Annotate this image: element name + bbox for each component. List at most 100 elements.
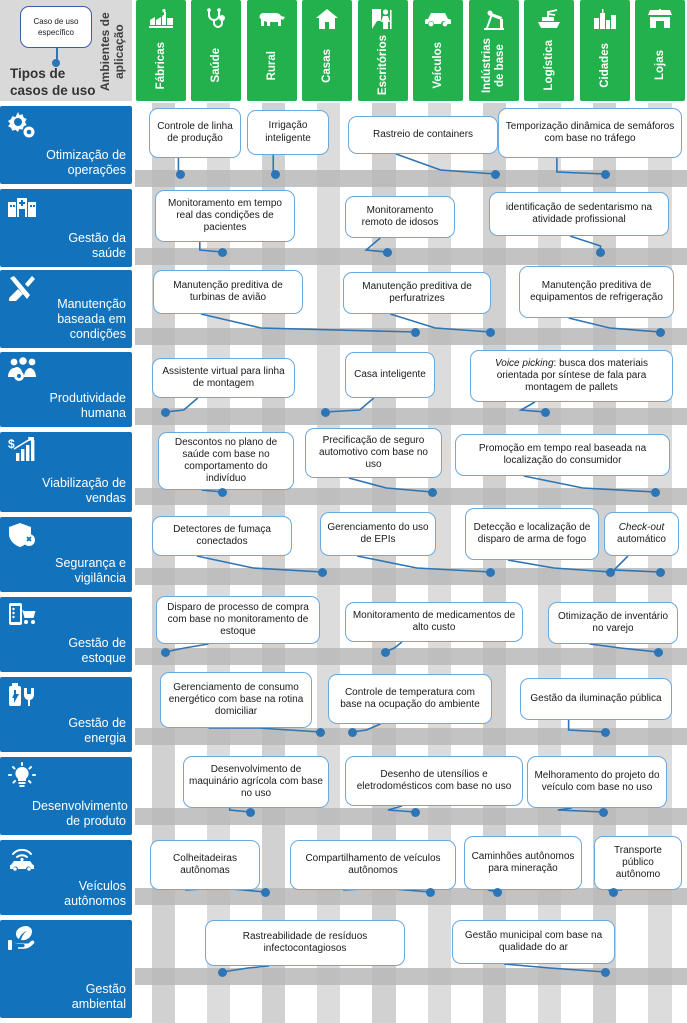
use-case-bubble[interactable]: Gestão municipal com base na qualidade d… <box>452 920 615 964</box>
use-case-bubble[interactable]: Manutenção preditiva de equipamentos de … <box>519 266 674 318</box>
use-case-text: Descontos no plano de saúde com base no … <box>174 436 278 485</box>
dollar-chart-icon: $ <box>5 437 39 467</box>
row-header-viabiliza-o-de-vendas[interactable]: $Viabilização de vendas <box>0 432 132 512</box>
column-header-ind-strias-de-base[interactable]: Indústrias de base <box>469 0 519 101</box>
row-connector-band <box>135 408 687 425</box>
use-case-bubble[interactable]: Caminhões autônomos para mineração <box>464 836 582 890</box>
connector-node <box>217 247 227 257</box>
row-connector-band <box>135 248 687 265</box>
use-case-bubble[interactable]: Controle de temperatura com base na ocup… <box>328 674 492 724</box>
connector-node <box>600 727 610 737</box>
column-header-log-stica[interactable]: Logística <box>524 0 574 101</box>
use-case-bubble[interactable]: Gestão da iluminação pública <box>520 678 672 720</box>
use-case-text: Monitoramento remoto de idosos <box>361 204 439 228</box>
use-case-bubble[interactable]: Promoção em tempo real baseada na locali… <box>455 434 670 476</box>
use-case-bubble[interactable]: Gerenciamento do uso de EPIs <box>320 512 436 556</box>
connector-node <box>382 247 392 257</box>
row-header-manuten-o-baseada-em-condi-e[interactable]: Manutenção baseada em condições <box>0 270 132 348</box>
use-case-bubble[interactable]: Manutenção preditiva de turbinas de aviã… <box>153 270 303 314</box>
column-header-f-bricas[interactable]: Fábricas <box>136 0 186 101</box>
connector-node <box>410 807 420 817</box>
use-case-bubble[interactable]: Rastreio de containers <box>348 116 498 154</box>
use-case-bubble[interactable]: Manutenção preditiva de perfuratrizes <box>343 272 491 314</box>
use-case-bubble[interactable]: Disparo de processo de compra com base n… <box>156 596 320 644</box>
city-icon <box>580 6 630 32</box>
row-header-ve-culos-aut-nomos[interactable]: Veículos autônomos <box>0 840 132 915</box>
row-axis-title: Tipos de casos de uso <box>10 66 96 98</box>
use-case-bubble[interactable]: Check-out automático <box>604 512 679 556</box>
column-header-label: Saúde <box>209 48 222 83</box>
column-header-casas[interactable]: Casas <box>302 0 352 101</box>
use-case-text: Manutenção preditiva de turbinas de aviã… <box>173 279 283 303</box>
factory-icon <box>136 6 186 32</box>
use-case-bubble[interactable]: identificação de sedentarismo na ativida… <box>489 192 669 236</box>
use-case-bubble[interactable]: Desenvolvimento de maquinário agrícola c… <box>183 756 329 808</box>
use-case-bubble[interactable]: Assistente virtual para linha de montage… <box>152 358 295 398</box>
stethoscope-icon <box>191 6 241 32</box>
row-header-desenvolvimento-de-produto[interactable]: Desenvolvimento de produto <box>0 757 132 835</box>
column-header-label: Fábricas <box>154 41 167 90</box>
row-header-otimiza-o-de-opera-es[interactable]: Otimização de operações <box>0 106 132 184</box>
connector-node <box>380 647 390 657</box>
use-case-text: Gestão municipal com base na qualidade d… <box>464 929 603 953</box>
wrench-screwdriver-icon <box>5 275 39 305</box>
column-header-rural[interactable]: Rural <box>247 0 297 101</box>
lightbulb-icon <box>5 762 39 792</box>
connector-node <box>427 487 437 497</box>
use-case-bubble[interactable]: Detecção e localização de disparo de arm… <box>465 508 599 560</box>
use-case-bubble[interactable]: Monitoramento de medicamentos de alto cu… <box>345 602 523 642</box>
use-case-bubble[interactable]: Otimização de inventário no varejo <box>548 602 678 644</box>
row-header-gest-o-da-sa-de[interactable]: Gestão da saúde <box>0 189 132 267</box>
column-header-escrit-rios[interactable]: Escritórios <box>358 0 408 101</box>
column-header-ve-culos[interactable]: Veículos <box>413 0 463 101</box>
hospital-icon <box>5 194 39 224</box>
connector-node <box>160 407 170 417</box>
connector-node <box>605 567 615 577</box>
use-case-bubble[interactable]: Rastreabilidade de resíduos infectoconta… <box>205 920 405 966</box>
use-case-bubble[interactable]: Monitoramento remoto de idosos <box>345 196 455 238</box>
connector-node <box>655 567 665 577</box>
column-header-label: Escritórios <box>376 35 389 96</box>
use-case-bubble[interactable]: Desenho de utensílios e eletrodomésticos… <box>345 756 523 806</box>
row-connector-band <box>135 568 687 585</box>
use-case-bubble[interactable]: Transporte público autônomo <box>594 836 682 890</box>
legend-stem <box>56 48 58 61</box>
use-case-bubble[interactable]: Melhoramento do projeto do veículo com b… <box>527 756 667 808</box>
use-case-text: Compartilhamento de veículos autônomos <box>305 852 441 876</box>
use-case-text: identificação de sedentarismo na ativida… <box>505 201 653 225</box>
use-case-bubble[interactable]: Compartilhamento de veículos autônomos <box>290 840 456 890</box>
column-header-sa-de[interactable]: Saúde <box>191 0 241 101</box>
use-case-bubble[interactable]: Monitoramento em tempo real das condiçõe… <box>155 190 295 242</box>
legend-dot <box>52 59 60 67</box>
use-case-bubble[interactable]: Voice picking: busca dos materiais orien… <box>470 350 673 402</box>
row-connector-band <box>135 808 687 825</box>
use-case-text: Otimização de inventário no varejo <box>557 610 669 634</box>
use-case-bubble[interactable]: Colheitadeiras autônomas <box>150 840 260 890</box>
use-case-text: Monitoramento em tempo real das condiçõe… <box>168 197 282 234</box>
column-header-lojas[interactable]: Lojas <box>635 0 685 101</box>
use-case-bubble[interactable]: Casa inteligente <box>345 352 435 398</box>
column-header-cidades[interactable]: Cidades <box>580 0 630 101</box>
row-header-gest-o-de-estoque[interactable]: Gestão de estoque <box>0 597 132 672</box>
office-worker-icon <box>358 6 408 32</box>
row-header-produtividade-humana[interactable]: Produtividade humana <box>0 352 132 427</box>
use-case-bubble[interactable]: Irrigação inteligente <box>247 110 329 155</box>
use-case-text: Voice picking: busca dos materiais orien… <box>494 357 649 394</box>
car-icon <box>413 6 463 32</box>
connector-node <box>245 807 255 817</box>
connector-node <box>492 887 502 897</box>
use-case-bubble[interactable]: Gerenciamento de consumo energético com … <box>160 672 312 728</box>
row-header-gest-o-ambiental[interactable]: Gestão ambiental <box>0 920 132 1018</box>
column-header-label: Lojas <box>653 50 666 81</box>
use-case-bubble[interactable]: Temporização dinâmica de semáforos com b… <box>498 108 682 158</box>
use-case-bubble[interactable]: Controle de linha de produção <box>149 108 241 158</box>
row-header-seguran-a-e-vigil-ncia[interactable]: Segurança e vigilância <box>0 517 132 592</box>
row-header-gest-o-de-energia[interactable]: Gestão de energia <box>0 677 132 752</box>
use-case-bubble[interactable]: Precificação de seguro automotivo com ba… <box>305 428 442 478</box>
use-case-text: Casa inteligente <box>354 368 426 380</box>
use-case-bubble[interactable]: Detectores de fumaça conectados <box>152 516 292 556</box>
use-case-text: Gestão da iluminação pública <box>530 692 662 704</box>
use-case-bubble[interactable]: Descontos no plano de saúde com base no … <box>158 432 294 490</box>
row-connector-band <box>135 888 687 905</box>
use-case-text: Melhoramento do projeto do veículo com b… <box>534 769 660 793</box>
